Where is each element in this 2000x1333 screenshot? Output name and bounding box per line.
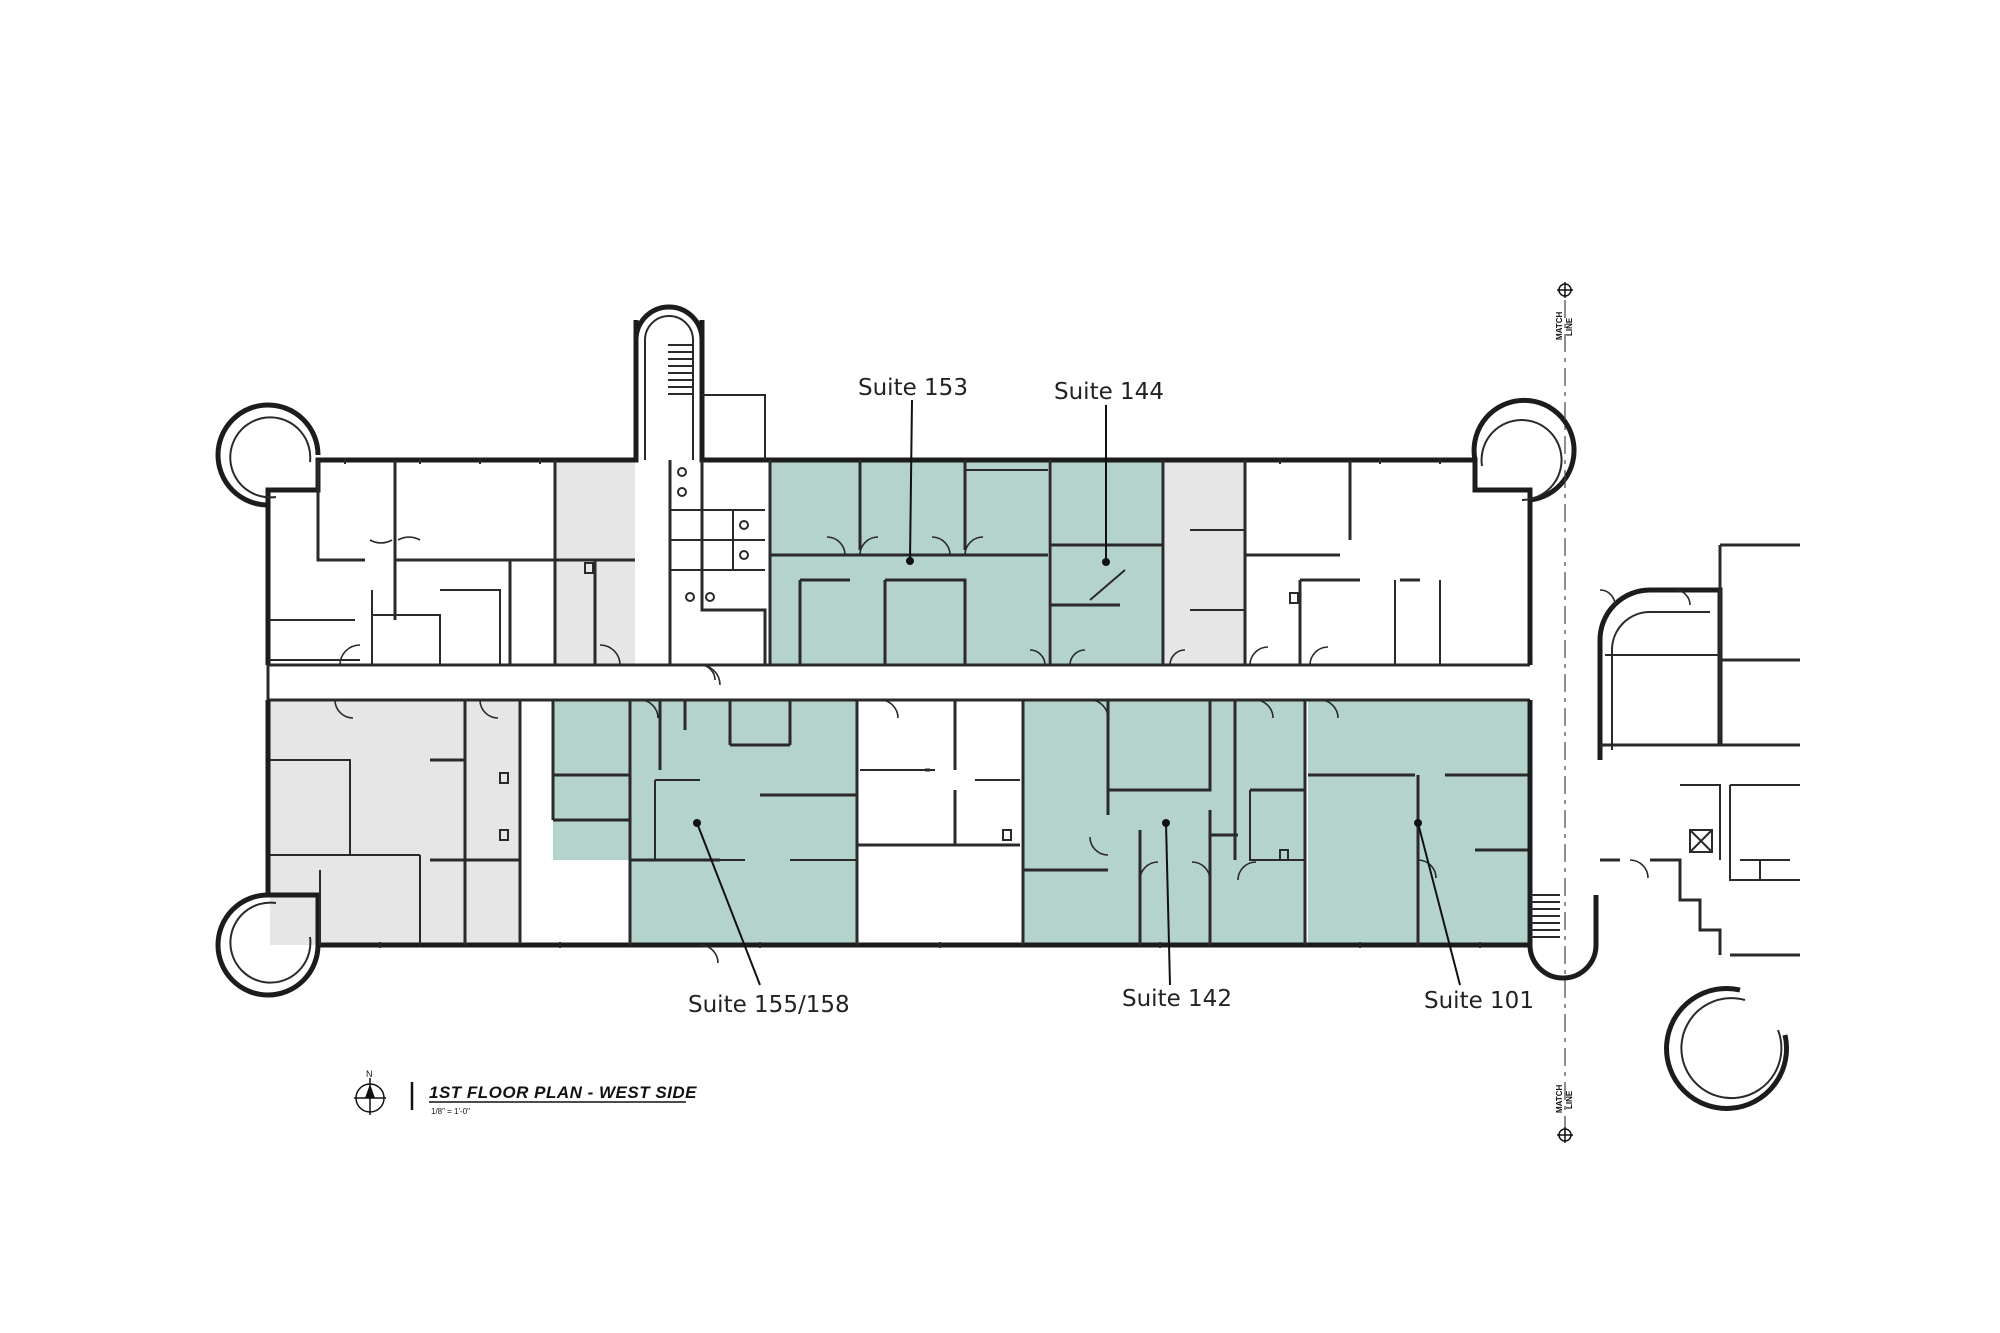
fixtures xyxy=(499,467,1299,861)
suite-153-label: Suite 153 xyxy=(858,375,968,401)
title-block: N 1ST FLOOR PLAN - WEST SIDE 1/8" = 1'-0… xyxy=(354,1069,697,1116)
suite-155-158-label: Suite 155/158 xyxy=(688,992,850,1018)
match-line-label-bottom-2: LINE xyxy=(1565,1090,1574,1109)
suite-101-label: Suite 101 xyxy=(1424,988,1534,1014)
suite-leaders xyxy=(693,399,1461,986)
east-wing-fragment xyxy=(1597,543,1800,1111)
plan-scale: 1/8" = 1'-0" xyxy=(431,1107,470,1116)
suite-144-label: Suite 144 xyxy=(1054,379,1164,405)
plan-title: 1ST FLOOR PLAN - WEST SIDE xyxy=(429,1083,697,1102)
tower-nw xyxy=(215,402,321,508)
north-arrow-icon xyxy=(354,1078,386,1115)
tower-sw xyxy=(215,892,321,998)
stair-treads-south xyxy=(1530,894,1560,938)
tower-ne xyxy=(1471,397,1577,503)
suite-fills xyxy=(553,460,1528,945)
suite-155-158-fill-a xyxy=(553,700,633,860)
match-line: MATCH LINE MATCH LINE xyxy=(1555,282,1574,1143)
match-line-label-top-2: LINE xyxy=(1565,317,1574,336)
match-line-label-top-1: MATCH xyxy=(1555,311,1564,340)
tower-se xyxy=(1527,895,1599,981)
gray-area-south-west xyxy=(270,700,520,945)
gray-area-north-mid xyxy=(1165,460,1245,665)
gray-areas xyxy=(270,460,1245,945)
north-label: N xyxy=(366,1069,373,1079)
window-ticks xyxy=(344,458,1481,948)
door-swings xyxy=(334,536,1437,964)
building-walls xyxy=(215,304,1599,998)
stair-treads-north xyxy=(668,344,693,395)
suite-155-158-fill-b xyxy=(630,700,857,945)
match-line-label-bottom-1: MATCH xyxy=(1555,1084,1564,1113)
suite-142-label: Suite 142 xyxy=(1122,986,1232,1012)
